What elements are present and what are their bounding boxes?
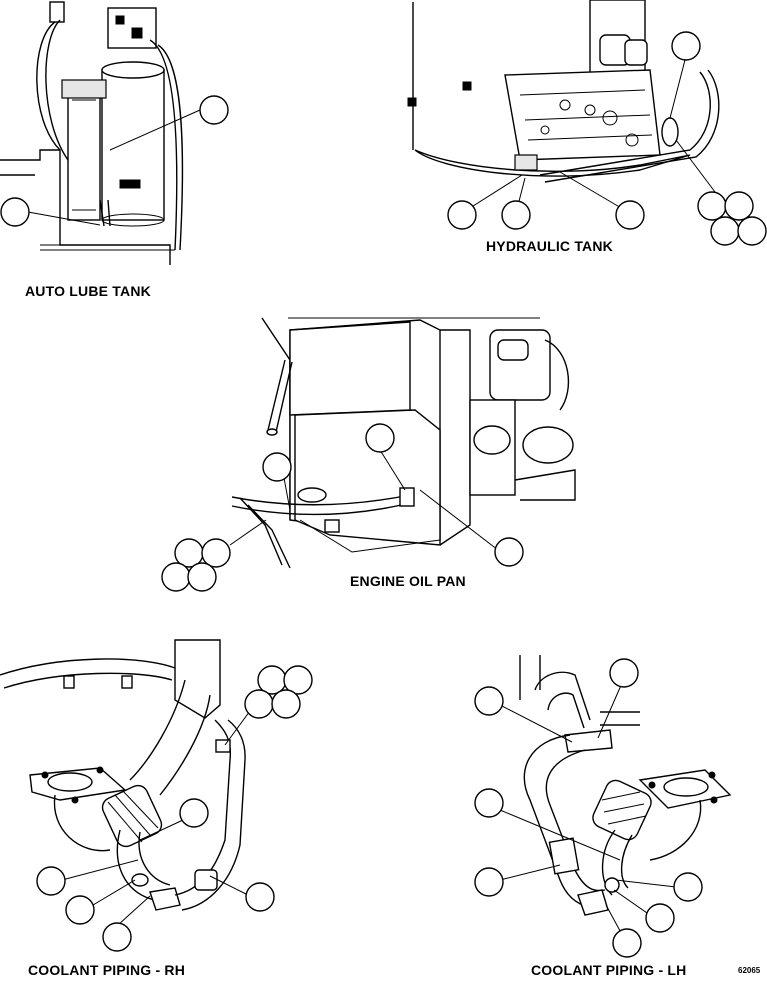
callout-circle bbox=[271, 689, 301, 719]
callout-circle bbox=[36, 866, 66, 896]
callout-circle bbox=[673, 872, 703, 902]
callout-circle bbox=[501, 200, 531, 230]
engine-oil-pan-drawing bbox=[161, 317, 576, 592]
callout-circle bbox=[262, 452, 292, 482]
callout-circle bbox=[615, 200, 645, 230]
callout-circle bbox=[161, 562, 191, 592]
callout-circle bbox=[697, 191, 727, 221]
callout-circle bbox=[474, 867, 504, 897]
callout-circle bbox=[724, 191, 754, 221]
caption-engine-oil-pan: ENGINE OIL PAN bbox=[350, 573, 466, 589]
callout-circle bbox=[671, 31, 701, 61]
caption-coolant-piping-rh: COOLANT PIPING - RH bbox=[28, 962, 186, 978]
figure-number: 62065 bbox=[738, 966, 761, 975]
callout-circle bbox=[179, 798, 209, 828]
callout-circle bbox=[199, 95, 229, 125]
callout-circle bbox=[609, 658, 639, 688]
callout-circle bbox=[245, 882, 275, 912]
callout-circle bbox=[244, 689, 274, 719]
callout-circle bbox=[283, 665, 313, 695]
auto-lube-tank-drawing bbox=[0, 1, 229, 265]
callout-circle bbox=[365, 423, 395, 453]
callout-circle bbox=[710, 216, 740, 246]
callout-circle bbox=[65, 895, 95, 925]
callout-circle bbox=[447, 200, 477, 230]
callout-circle bbox=[102, 922, 132, 952]
coolant-piping-lh-drawing bbox=[474, 655, 732, 958]
coolant-piping-rh-drawing bbox=[0, 639, 313, 952]
callout-circle bbox=[737, 216, 767, 246]
callout-circle bbox=[474, 686, 504, 716]
callout-circle bbox=[494, 537, 524, 567]
hydraulic-tank-drawing bbox=[407, 0, 767, 246]
callout-circle bbox=[612, 928, 642, 958]
caption-hydraulic-tank: HYDRAULIC TANK bbox=[486, 238, 613, 254]
callout-circle bbox=[645, 903, 675, 933]
caption-coolant-piping-lh: COOLANT PIPING - LH bbox=[531, 962, 687, 978]
callout-circle bbox=[187, 562, 217, 592]
caption-auto-lube-tank: AUTO LUBE TANK bbox=[25, 283, 151, 299]
callout-circle bbox=[474, 788, 504, 818]
callout-circle bbox=[0, 197, 30, 227]
callout-circle bbox=[201, 538, 231, 568]
